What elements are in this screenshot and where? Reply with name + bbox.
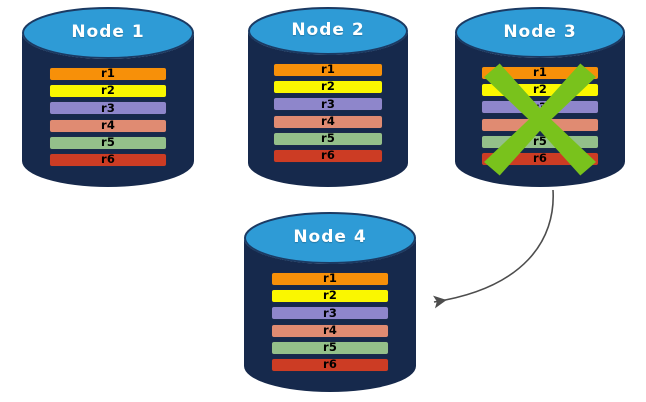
row-label: r4 [320,113,336,128]
row-label: r3 [100,100,116,115]
row-label: r3 [322,305,338,320]
row-label: r3 [532,99,548,114]
row-bar-r6[interactable]: r6 [49,152,167,167]
row-label: r1 [100,66,116,81]
row-label: r6 [532,151,548,166]
row-bar-r5[interactable]: r5 [49,135,167,150]
row-label: r2 [322,288,338,303]
row-label: r6 [322,357,338,372]
row-bar-r2[interactable]: r2 [481,82,599,98]
row-bar-r3[interactable]: r3 [271,305,389,321]
row-label: r2 [100,83,116,98]
row-bar-r5[interactable]: r5 [481,134,599,149]
row-bar-r5[interactable]: r5 [273,131,383,146]
row-bar-r4[interactable]: r4 [481,116,599,132]
row-bar-r3[interactable]: r3 [273,96,383,112]
row-bar-r5[interactable]: r5 [271,340,389,355]
node-row-list: r1 r2 r3 r4 r5 r6 [244,272,416,372]
cylinder-top-cap [244,212,416,264]
row-label: r2 [532,82,548,97]
row-label: r1 [320,62,336,77]
node-row-list: r1 r2 r3 r4 r5 r6 [455,66,625,166]
row-bar-r1[interactable]: r1 [481,66,599,80]
row-bar-r1[interactable]: r1 [273,63,383,77]
row-bar-r2[interactable]: r2 [49,83,167,99]
row-label: r2 [320,79,336,94]
row-label: r1 [322,271,338,286]
row-label: r5 [322,340,338,354]
row-bar-r1[interactable]: r1 [49,67,167,81]
row-label: r5 [320,131,336,145]
row-bar-r6[interactable]: r6 [271,357,389,372]
row-label: r5 [100,135,116,149]
row-label: r4 [100,117,116,132]
row-bar-r4[interactable]: r4 [49,117,167,133]
node-row-list: r1 r2 r3 r4 r5 r6 [248,63,408,163]
row-bar-r2[interactable]: r2 [271,288,389,304]
row-bar-r6[interactable]: r6 [273,148,383,163]
row-bar-r1[interactable]: r1 [271,272,389,286]
row-label: r1 [532,65,548,80]
row-label: r4 [532,116,548,131]
row-label: r5 [532,134,548,148]
row-label: r3 [320,96,336,111]
row-label: r4 [322,322,338,337]
row-bar-r4[interactable]: r4 [273,113,383,129]
row-bar-r2[interactable]: r2 [273,79,383,95]
row-bar-r3[interactable]: r3 [481,99,599,115]
row-bar-r6[interactable]: r6 [481,151,599,166]
cylinder-top-cap [22,7,194,59]
row-label: r6 [100,152,116,167]
cylinder-top-cap [248,7,408,55]
row-bar-r3[interactable]: r3 [49,100,167,116]
node-row-list: r1 r2 r3 r4 r5 r6 [22,67,194,167]
row-label: r6 [320,148,336,163]
cylinder-top-cap [455,7,625,58]
row-bar-r4[interactable]: r4 [271,322,389,338]
